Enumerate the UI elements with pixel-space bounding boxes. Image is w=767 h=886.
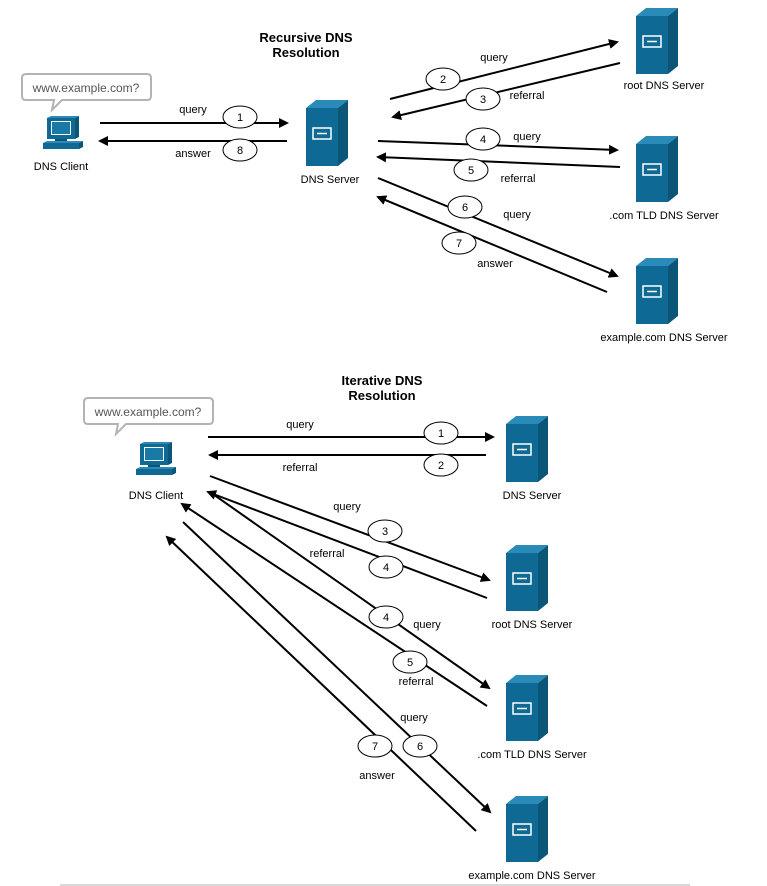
rec-step-1: 1 query <box>179 104 258 129</box>
svg-text:query: query <box>333 501 361 513</box>
iterative-title-line1: Iterative DNS <box>342 373 423 388</box>
recursive-title-line2: Resolution <box>272 45 339 60</box>
svg-text:query: query <box>480 52 508 64</box>
iterative-tld-server-icon <box>505 674 549 742</box>
svg-text:2: 2 <box>440 74 446 86</box>
iterative-root-server-label: root DNS Server <box>492 619 573 631</box>
svg-text:referral: referral <box>399 676 434 688</box>
recursive-client-computer-icon <box>43 116 83 149</box>
iter-arrow-4-ref <box>206 490 488 599</box>
svg-text:query: query <box>413 619 441 631</box>
iterative-title-line2: Resolution <box>348 388 415 403</box>
svg-text:answer: answer <box>359 770 395 782</box>
svg-text:query: query <box>286 419 314 431</box>
rec-arrow-5 <box>376 152 621 168</box>
iter-arrow-7 <box>165 535 477 832</box>
svg-text:4: 4 <box>383 612 389 624</box>
iterative-client-computer-icon <box>136 442 176 475</box>
svg-text:2: 2 <box>438 460 444 472</box>
rec-step-3: 3 referral <box>465 87 545 111</box>
svg-text:query: query <box>179 104 207 116</box>
svg-text:4: 4 <box>383 562 389 574</box>
recursive-dns-server-icon <box>305 99 349 167</box>
iterative-dns-server-icon <box>505 415 549 483</box>
iterative-client-label: DNS Client <box>129 490 183 502</box>
svg-text:6: 6 <box>462 202 468 214</box>
iter-step-4a: 4 referral <box>310 548 404 579</box>
rec-arrow-2 <box>389 39 619 100</box>
svg-text:7: 7 <box>456 238 462 250</box>
iterative-tld-server-label: .com TLD DNS Server <box>477 749 587 761</box>
iter-arrow-3 <box>209 475 491 582</box>
svg-text:query: query <box>503 209 531 221</box>
svg-text:answer: answer <box>477 258 513 270</box>
recursive-tld-server-icon <box>635 135 679 203</box>
svg-text:4: 4 <box>480 134 486 146</box>
iterative-dns-server-label: DNS Server <box>503 490 562 502</box>
iter-step-4b: 4 query <box>368 605 441 631</box>
iter-step-6: 6 query <box>400 712 438 758</box>
iter-step-1: 1 query <box>286 419 459 445</box>
iter-step-3: 3 query <box>333 501 403 543</box>
recursive-dns-server-label: DNS Server <box>301 174 360 186</box>
recursive-root-server-label: root DNS Server <box>624 80 705 92</box>
recursive-auth-server-icon <box>635 257 679 325</box>
svg-text:6: 6 <box>417 741 423 753</box>
rec-arrow-7 <box>376 195 608 293</box>
svg-text:1: 1 <box>237 112 243 124</box>
svg-text:referral: referral <box>283 462 318 474</box>
iter-step-7: 7 answer <box>357 734 395 782</box>
svg-text:7: 7 <box>372 741 378 753</box>
iterative-root-server-icon <box>505 544 549 612</box>
iterative-bubble-text: www.example.com? <box>94 405 202 419</box>
recursive-auth-server-label: example.com DNS Server <box>600 332 727 344</box>
iterative-auth-server-icon <box>505 795 549 863</box>
rec-arrow-3 <box>391 62 621 121</box>
svg-text:8: 8 <box>237 145 243 157</box>
rec-step-2: 2 query <box>425 52 508 91</box>
rec-arrow-4 <box>377 140 619 155</box>
rec-step-5: 5 referral <box>453 158 536 185</box>
rec-step-4: 4 query <box>465 127 541 151</box>
iter-arrow-5 <box>180 502 488 707</box>
recursive-tld-server-label: .com TLD DNS Server <box>609 210 719 222</box>
recursive-root-server-icon <box>635 7 679 75</box>
rec-arrow-6 <box>377 177 619 278</box>
svg-text:referral: referral <box>501 173 536 185</box>
iterative-query-bubble: www.example.com? <box>83 397 214 438</box>
rec-step-8: 8 answer <box>175 138 258 162</box>
svg-text:3: 3 <box>480 94 486 106</box>
recursive-query-bubble: www.example.com? <box>21 73 152 114</box>
rec-step-7: 7 answer <box>441 231 513 270</box>
iterative-auth-server-label: example.com DNS Server <box>468 870 595 882</box>
rec-step-6: 6 query <box>447 195 531 221</box>
svg-text:query: query <box>513 131 541 143</box>
iter-arrow-6 <box>182 521 492 814</box>
svg-text:referral: referral <box>510 90 545 102</box>
svg-text:5: 5 <box>468 165 474 177</box>
svg-text:answer: answer <box>175 148 211 160</box>
svg-text:query: query <box>400 712 428 724</box>
recursive-bubble-text: www.example.com? <box>32 81 140 95</box>
recursive-title-line1: Recursive DNS <box>259 30 353 45</box>
iter-arrow-4-query <box>209 491 491 690</box>
recursive-client-label: DNS Client <box>34 161 88 173</box>
svg-text:1: 1 <box>438 428 444 440</box>
iter-step-5: 5 referral <box>392 650 434 688</box>
svg-text:5: 5 <box>407 657 413 669</box>
svg-text:3: 3 <box>382 526 388 538</box>
iter-step-2: 2 referral <box>283 453 459 477</box>
svg-text:referral: referral <box>310 548 345 560</box>
